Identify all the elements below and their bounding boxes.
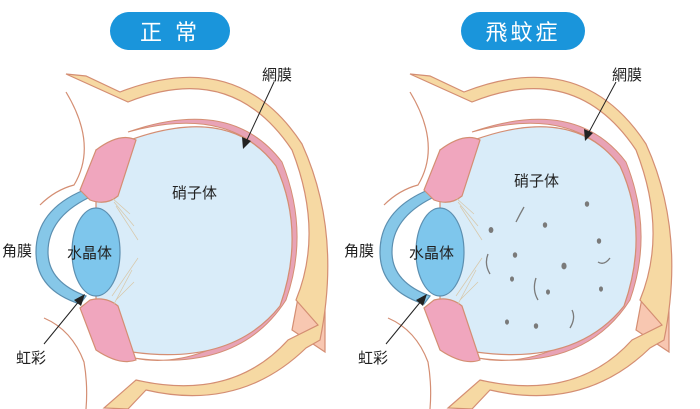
label-lens-normal: 水晶体 [67, 244, 113, 262]
label-iris-floaters: 虹彩 [358, 349, 389, 367]
title-normal: 正 常 [110, 12, 230, 50]
label-lens-floaters: 水晶体 [409, 244, 455, 262]
label-arrows [43, 81, 617, 345]
label-iris-normal: 虹彩 [16, 349, 47, 367]
floaters [485, 201, 611, 329]
label-cornea-normal: 角膜 [2, 242, 33, 260]
label-retina-normal: 網膜 [262, 66, 293, 84]
label-retina-floaters: 網膜 [612, 66, 643, 84]
label-cornea-floaters: 角膜 [344, 242, 375, 260]
label-vitreous-normal: 硝子体 [172, 184, 218, 202]
label-vitreous-floaters: 硝子体 [514, 172, 560, 190]
title-floaters: 飛蚊症 [461, 12, 585, 50]
